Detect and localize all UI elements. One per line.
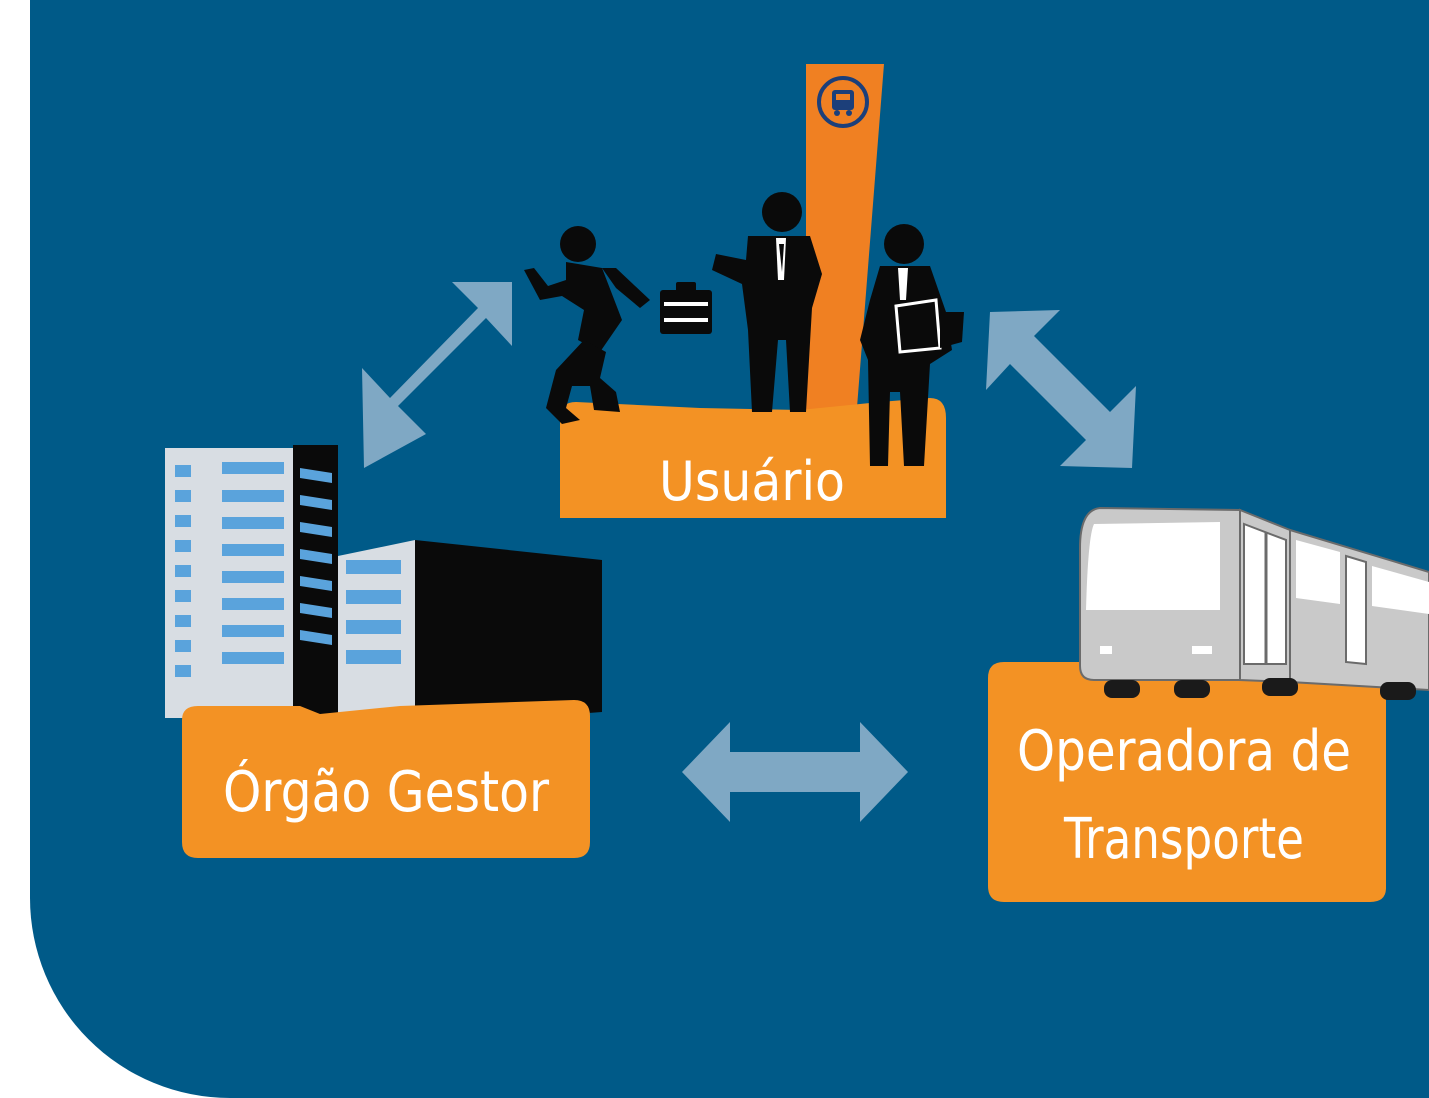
office-buildings-icon [165, 445, 602, 726]
agency-label: Órgão Gestor [223, 760, 550, 825]
man-with-folder-icon [860, 224, 964, 466]
diagram-panel: Órgão Gestor Usuário [30, 0, 1429, 1098]
bus-stop-sign-icon [832, 90, 854, 116]
arrow-agency-user [362, 282, 512, 468]
arrow-agency-operator [682, 722, 908, 822]
agency-node: Órgão Gestor [182, 700, 590, 858]
operator-label-line2: Transporte [1063, 807, 1304, 872]
briefcase-icon [660, 282, 712, 334]
bus-stop-pole-icon [806, 64, 884, 420]
user-node: Usuário [560, 398, 946, 518]
user-label: Usuário [659, 450, 845, 513]
running-man-icon [524, 226, 712, 424]
arrow-user-operator [986, 310, 1136, 468]
folder-icon [894, 298, 964, 354]
operator-label-line1: Operadora de [1017, 719, 1351, 784]
people-at-bus-stop-icon [524, 192, 964, 466]
operator-node: Operadora de Transporte [988, 662, 1386, 902]
standing-man-icon [712, 192, 822, 412]
articulated-bus-icon [1079, 506, 1429, 700]
diagram-canvas: Órgão Gestor Usuário [30, 0, 1429, 1098]
